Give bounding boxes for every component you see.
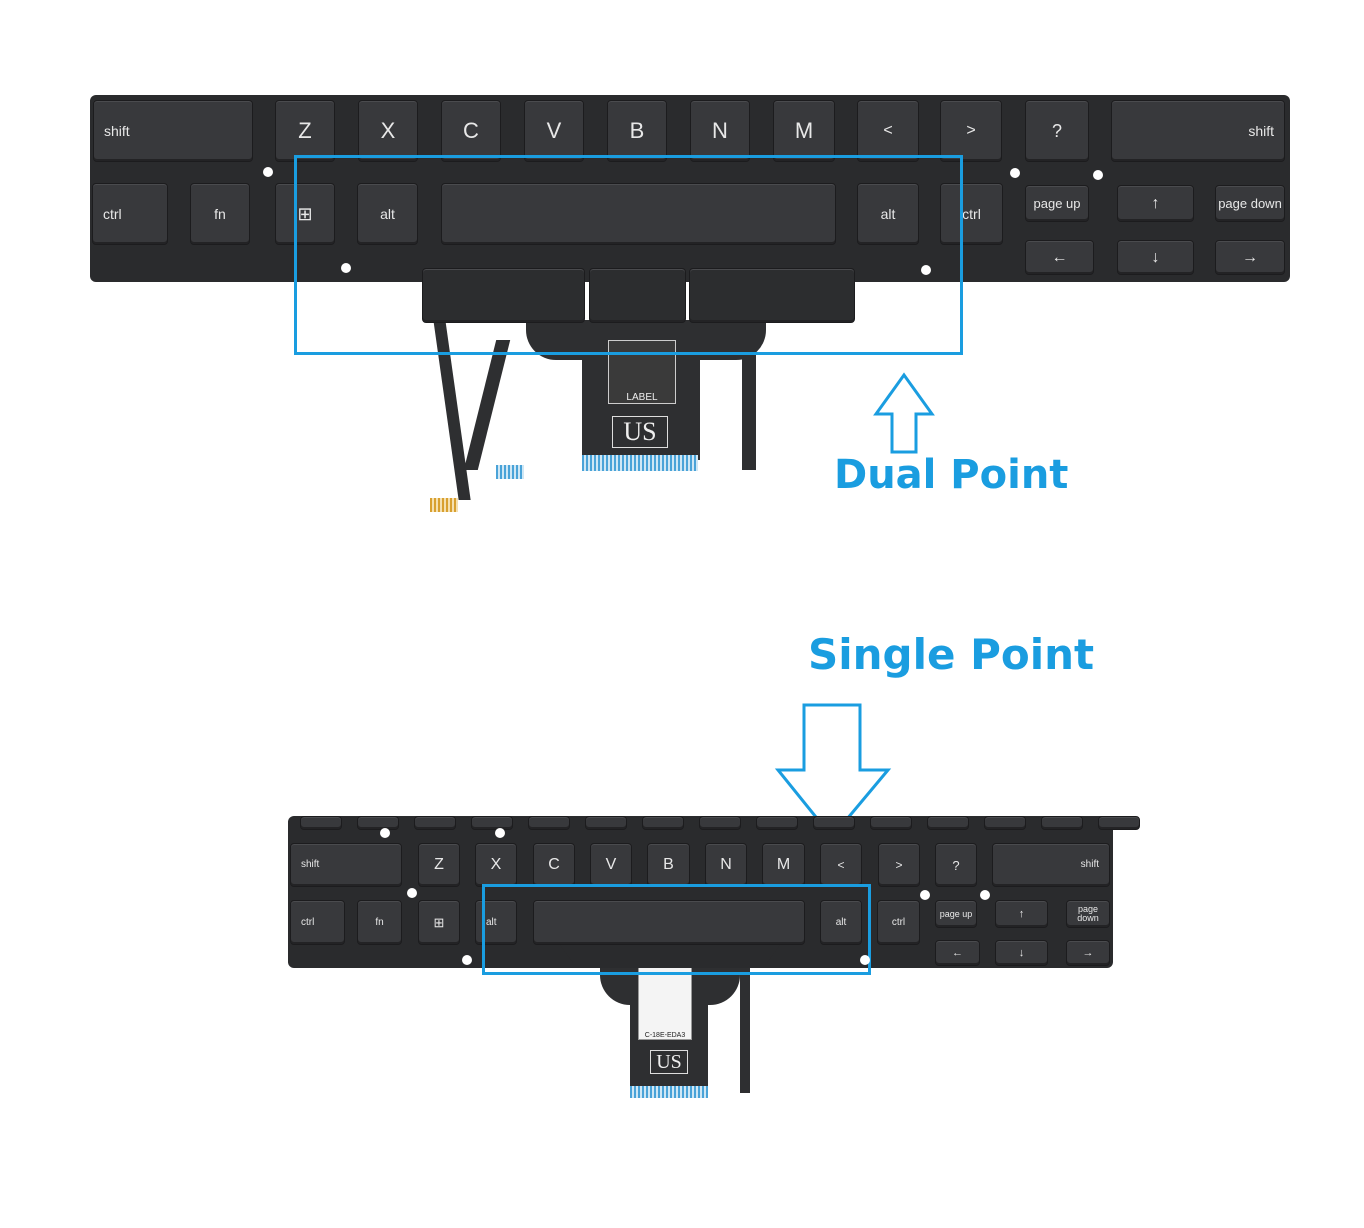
flex-cable xyxy=(740,968,750,1093)
dual-key-slash: ? xyxy=(1025,100,1089,162)
dual-key-ctrl-left: ctrl xyxy=(92,183,168,245)
single-point-title: Single Point xyxy=(808,630,1095,679)
mounting-hole xyxy=(462,955,472,965)
mounting-hole xyxy=(860,955,870,965)
cable-connector xyxy=(496,465,524,479)
region-label: US xyxy=(612,416,668,448)
cable-connector xyxy=(430,498,458,512)
mounting-hole xyxy=(380,828,390,838)
dual-point-highlight-box xyxy=(294,155,963,355)
cable-label-text: LABEL xyxy=(626,392,658,403)
single-key-m: M xyxy=(762,843,805,887)
dual-key-arrow-right: → xyxy=(1215,240,1285,275)
single-point-highlight-box xyxy=(482,884,871,975)
single-key-top-row xyxy=(927,816,969,830)
single-key-top-row xyxy=(642,816,684,830)
single-key-v: V xyxy=(590,843,632,887)
single-key-shift-left: shift xyxy=(290,843,402,887)
dual-key-ctrl-right: ctrl xyxy=(940,183,1003,245)
single-key-top-row xyxy=(1041,816,1083,830)
single-key-x: X xyxy=(475,843,517,887)
dual-key-comma: < xyxy=(857,100,919,162)
single-key-top-row xyxy=(870,816,912,830)
qr-label: C-18E-EDA3 xyxy=(638,966,692,1040)
single-key-page-down: page down xyxy=(1066,900,1110,928)
trackpad-button-right xyxy=(689,268,855,323)
mounting-hole xyxy=(341,263,351,273)
dual-key-shift-right: shift xyxy=(1111,100,1285,162)
dual-key-period: > xyxy=(940,100,1002,162)
single-key-windows: ⊞ xyxy=(418,900,460,945)
mounting-hole xyxy=(921,265,931,275)
dual-key-shift-left: shift xyxy=(93,100,253,162)
dual-key-arrow-left: ← xyxy=(1025,240,1094,275)
dual-key-x: X xyxy=(358,100,418,162)
dual-key-page-up: page up xyxy=(1025,185,1089,222)
arrow-up-icon xyxy=(873,372,935,454)
mounting-hole xyxy=(1010,168,1020,178)
single-key-fn: fn xyxy=(357,900,402,945)
arrow-down-icon xyxy=(774,703,892,840)
dual-key-alt-right: alt xyxy=(857,183,919,245)
region-label: US xyxy=(650,1050,688,1074)
single-key-arrow-down: ↓ xyxy=(995,940,1048,966)
flex-cable xyxy=(742,320,756,470)
single-key-top-row xyxy=(471,816,513,830)
single-key-spacebar xyxy=(533,900,805,945)
qr-label: LABEL xyxy=(608,340,676,404)
cable-connector xyxy=(582,455,698,471)
single-key-top-row xyxy=(414,816,456,830)
single-key-top-row xyxy=(585,816,627,830)
single-key-comma: < xyxy=(820,843,862,887)
dual-key-c: C xyxy=(441,100,501,162)
dual-key-v: V xyxy=(524,100,584,162)
mounting-hole xyxy=(263,167,273,177)
mounting-hole xyxy=(495,828,505,838)
cable-label-text: C-18E-EDA3 xyxy=(644,1032,686,1039)
trackpad-button-middle xyxy=(589,268,686,323)
single-key-top-row xyxy=(300,816,342,830)
single-key-z: Z xyxy=(418,843,460,887)
flex-cable xyxy=(463,340,511,470)
mounting-hole xyxy=(980,890,990,900)
single-key-ctrl-left: ctrl xyxy=(290,900,345,945)
single-key-page-up: page up xyxy=(935,900,977,928)
single-key-top-row xyxy=(813,816,855,830)
dual-key-page-down: page down xyxy=(1215,185,1285,222)
single-key-b: B xyxy=(647,843,690,887)
mounting-hole xyxy=(920,890,930,900)
dual-key-arrow-up: ↑ xyxy=(1117,185,1194,222)
single-key-period: > xyxy=(878,843,920,887)
dual-key-spacebar xyxy=(441,183,836,245)
cable-connector xyxy=(630,1086,708,1098)
single-key-ctrl-right: ctrl xyxy=(877,900,920,945)
single-key-alt-right: alt xyxy=(820,900,862,945)
single-key-n: N xyxy=(705,843,747,887)
dual-key-m: M xyxy=(773,100,835,162)
dual-point-title: Dual Point xyxy=(834,452,1069,498)
single-key-top-row xyxy=(1098,816,1140,830)
single-key-top-row xyxy=(756,816,798,830)
dual-key-alt-left: alt xyxy=(357,183,418,245)
dual-key-n: N xyxy=(690,100,750,162)
single-key-slash: ? xyxy=(935,843,977,887)
dual-key-arrow-down: ↓ xyxy=(1117,240,1194,275)
single-key-arrow-right: → xyxy=(1066,940,1110,966)
trackpad-button-left xyxy=(422,268,585,323)
mounting-hole xyxy=(407,888,417,898)
single-key-top-row xyxy=(699,816,741,830)
mounting-hole xyxy=(1093,170,1103,180)
single-key-arrow-left: ← xyxy=(935,940,980,966)
single-key-c: C xyxy=(533,843,575,887)
dual-key-z: Z xyxy=(275,100,335,162)
dual-key-windows: ⊞ xyxy=(275,183,335,245)
single-point-trackpad-strip xyxy=(560,945,780,963)
dual-key-fn: fn xyxy=(190,183,250,245)
single-key-top-row xyxy=(528,816,570,830)
dual-key-b: B xyxy=(607,100,667,162)
single-key-top-row xyxy=(357,816,399,830)
single-key-arrow-up: ↑ xyxy=(995,900,1048,928)
single-key-top-row xyxy=(984,816,1026,830)
single-key-shift-right: shift xyxy=(992,843,1110,887)
